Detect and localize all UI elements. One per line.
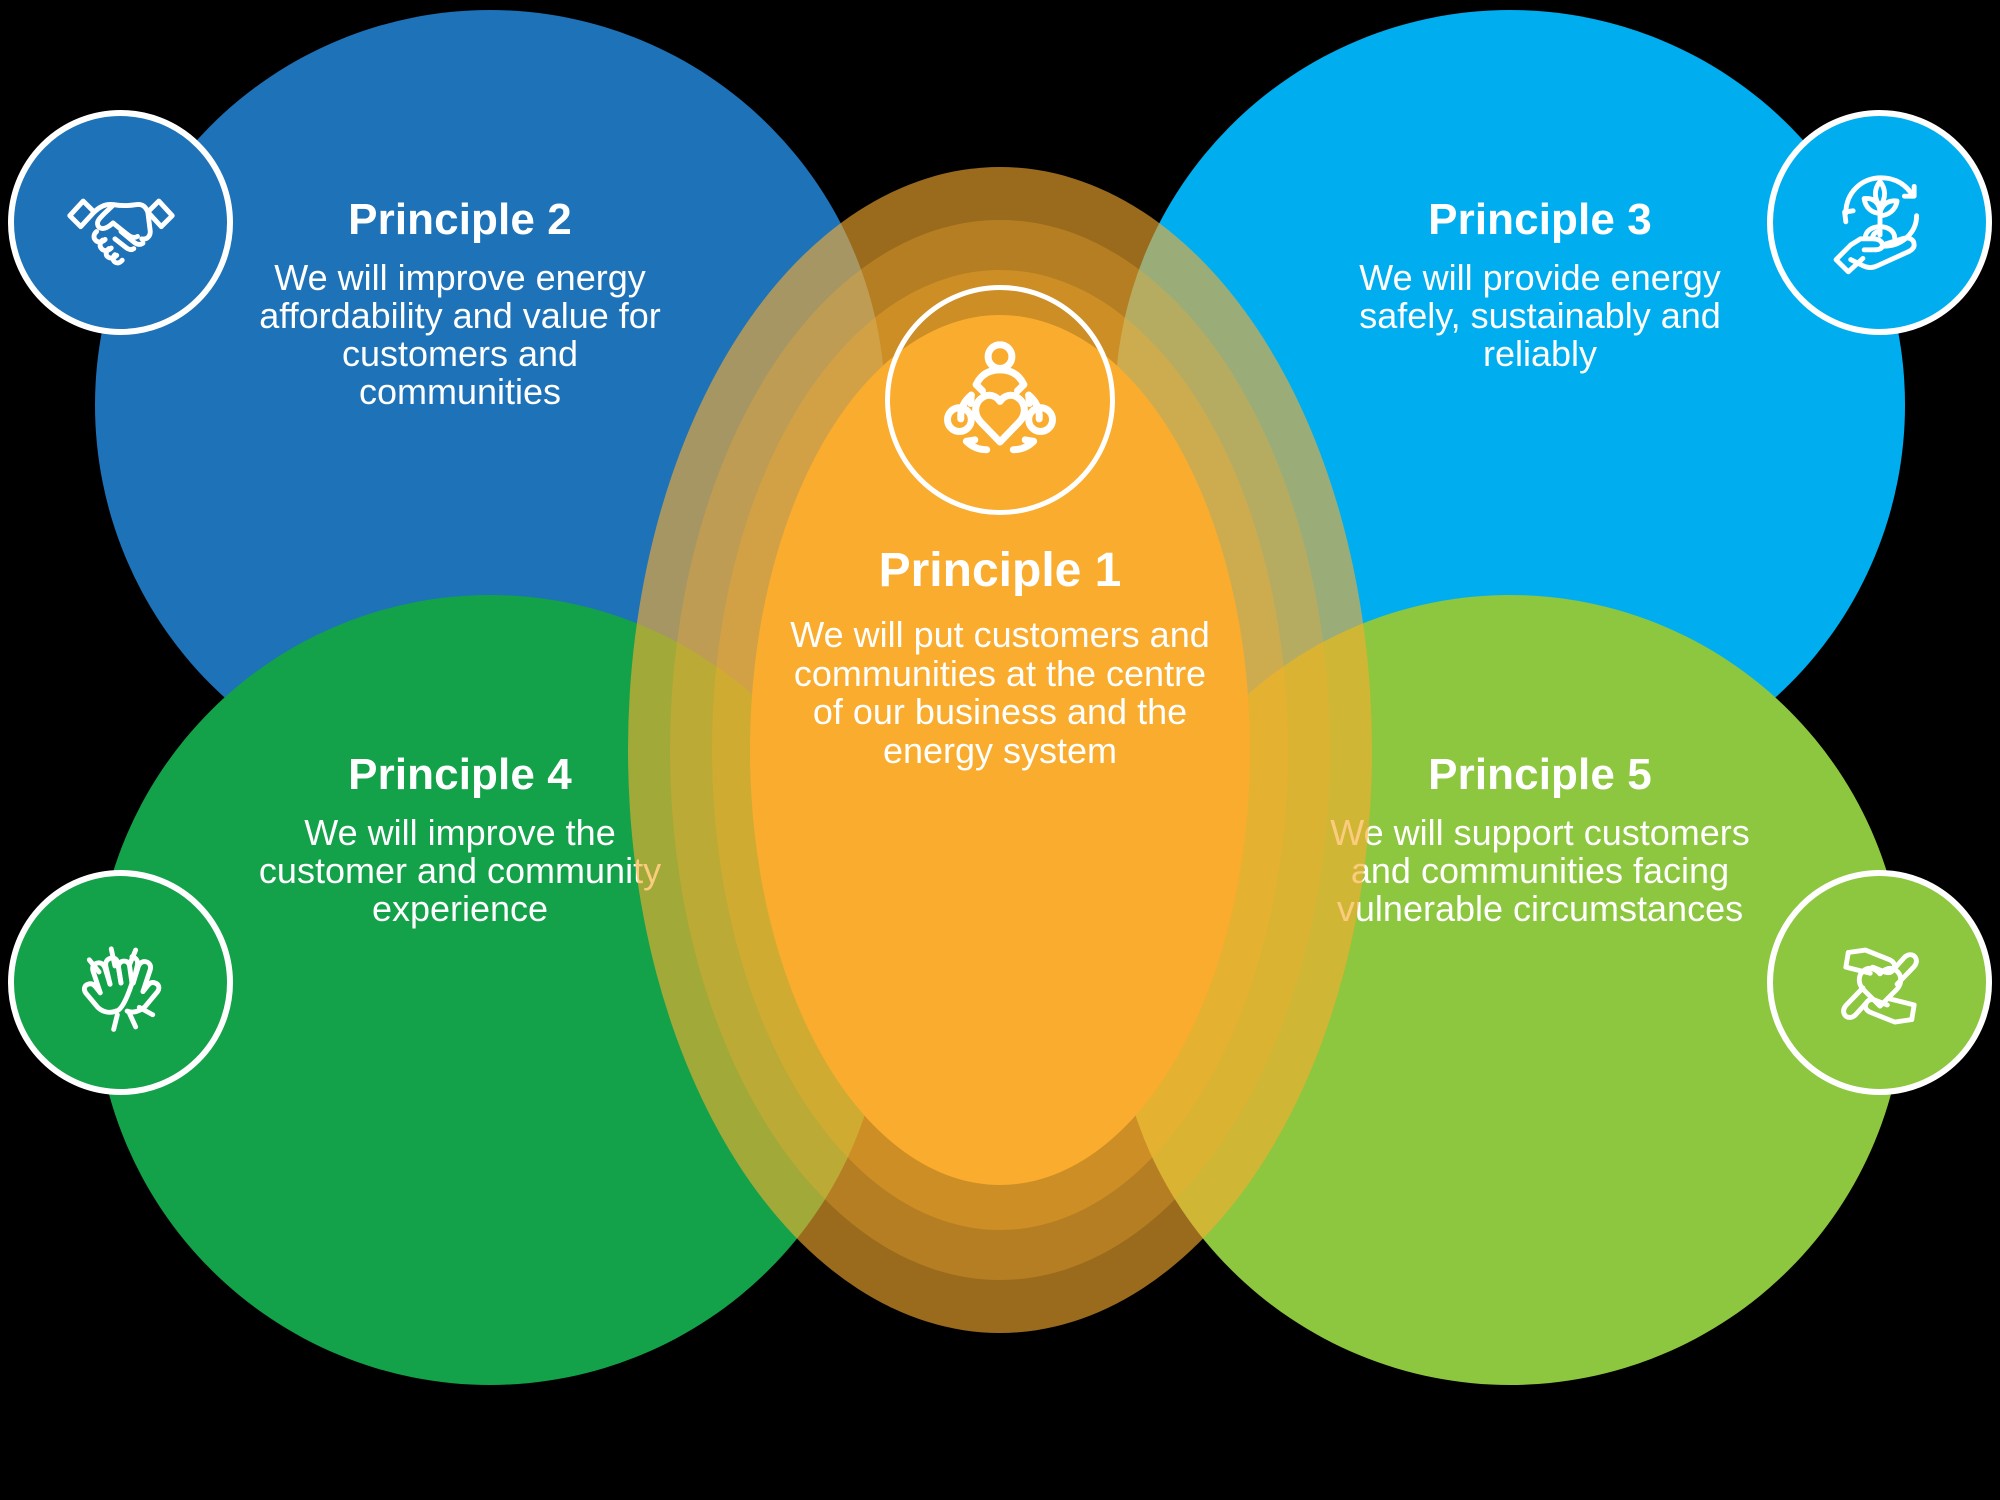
- hands-holding-heart-icon: [1819, 922, 1941, 1044]
- principle-3-icon-badge[interactable]: [1767, 110, 1992, 335]
- handshake-icon: [60, 162, 182, 284]
- principle-1-title: Principle 1: [878, 544, 1122, 597]
- principle-4-content: Principle 4 We will improve the customer…: [95, 750, 885, 928]
- principle-4-icon-badge[interactable]: [8, 870, 233, 1095]
- principle-3-description: We will provide energy safely, sustainab…: [1359, 257, 1721, 375]
- principle-3-content: Principle 3 We will provide energy safel…: [1115, 195, 1905, 373]
- clapping-hands-icon: [60, 922, 182, 1044]
- hand-holding-plant-recycle-icon: [1819, 162, 1941, 284]
- principle-4-title: Principle 4: [348, 750, 572, 799]
- principle-2-icon-badge[interactable]: [8, 110, 233, 335]
- principle-2-content: Principle 2 We will improve energy affor…: [95, 195, 885, 412]
- principle-2-title: Principle 2: [348, 195, 572, 244]
- principle-4-description: We will improve the customer and communi…: [258, 812, 662, 930]
- principle-1-description: We will put customers and communities at…: [790, 614, 1210, 771]
- people-around-heart-icon: [885, 285, 1115, 515]
- principle-3-title: Principle 3: [1428, 195, 1652, 244]
- principle-5-title: Principle 5: [1428, 750, 1652, 799]
- principle-5-description: We will support customers and communitie…: [1330, 812, 1750, 930]
- principle-5-content: Principle 5 We will support customers an…: [1115, 750, 1905, 928]
- principle-2-description: We will improve energy affordability and…: [259, 257, 661, 413]
- principle-5-icon-badge[interactable]: [1767, 870, 1992, 1095]
- principle-1-content: Principle 1 We will put customers and co…: [628, 167, 1372, 1333]
